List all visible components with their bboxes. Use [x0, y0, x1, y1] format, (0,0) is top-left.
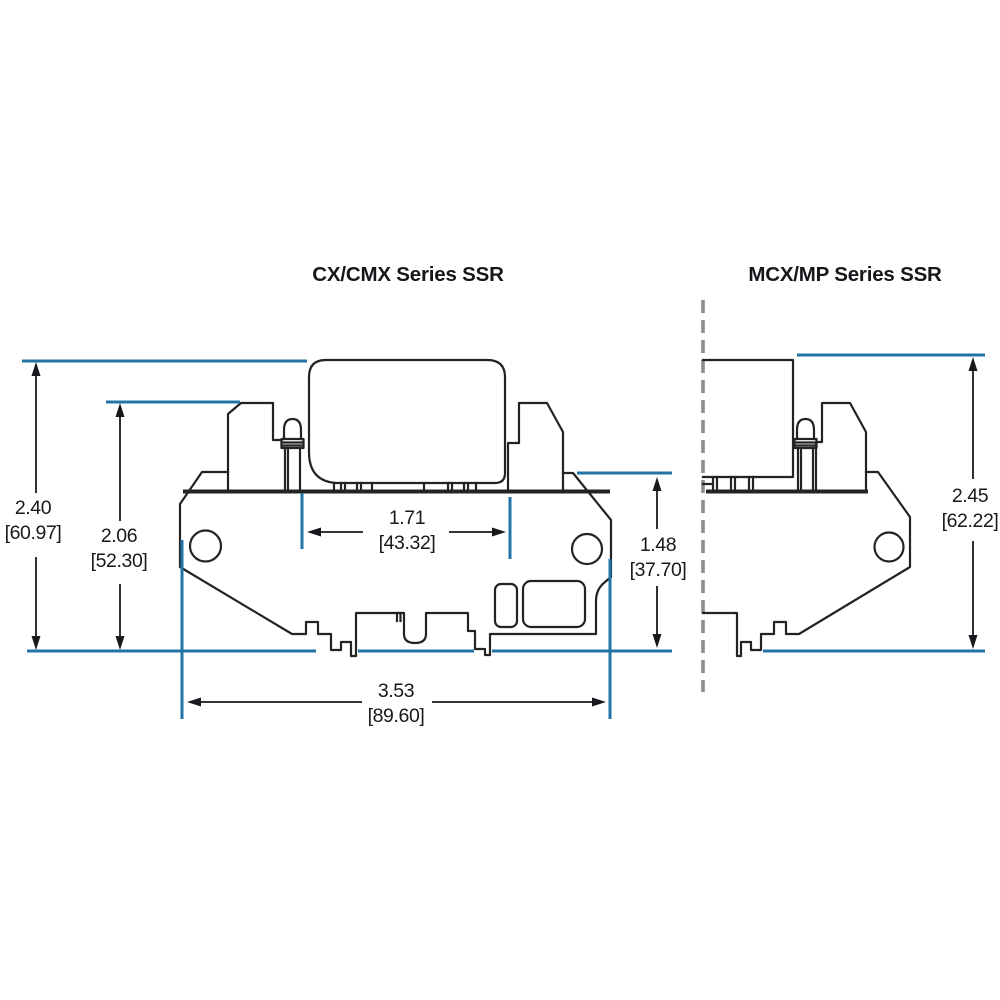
millimeters-value: [43.32]: [378, 532, 436, 554]
arrow-down-icon: [968, 635, 978, 649]
mcx-view-title: MCX/MP Series SSR: [748, 263, 942, 286]
dim-cx-base-height: [652, 477, 662, 648]
mcx-din-body-outline: [701, 470, 912, 658]
extension-lines: [22, 353, 985, 719]
cx-screw-pin: [280, 417, 305, 491]
dim-cx-overall-width: [187, 697, 606, 707]
dim-label-cx-overall-width: 3.53 [89.60]: [368, 679, 425, 729]
mcx-screw-collar-rings: [793, 441, 818, 447]
mcx-screw-body: [796, 446, 815, 491]
inches-value: 2.06: [100, 525, 138, 547]
inches-value: 3.53: [377, 680, 415, 702]
mcx-relay-feet: [701, 475, 755, 492]
mcx-relay-module-outline: [701, 358, 795, 479]
mcx-mount-hole: [873, 531, 905, 563]
inches-value: 2.40: [14, 497, 52, 519]
cx-label-window-small: [493, 582, 519, 629]
cx-relay-module-outline: [307, 358, 507, 485]
millimeters-value: [37.70]: [629, 559, 687, 581]
inches-value: 1.71: [388, 507, 426, 529]
cx-right-terminal-outline: [506, 401, 565, 492]
arrow-down-icon: [115, 636, 125, 650]
inches-value: 1.48: [639, 534, 677, 556]
dim-label-mcx-overall-height: 2.45 [62.22]: [942, 484, 999, 534]
arrow-up-icon: [652, 477, 662, 491]
cx-view: [178, 358, 613, 658]
arrow-down-icon: [31, 636, 41, 650]
cx-screw-collar-rings: [280, 441, 305, 447]
dim-cx-overall-height: [31, 362, 41, 650]
mcx-view: [701, 358, 912, 658]
dim-label-cx-terminal-height: 2.06 [52.30]: [91, 524, 148, 574]
mcx-right-terminal-outline: [814, 401, 868, 492]
cx-screw-body: [283, 446, 302, 491]
cx-din-channel-ticks: [395, 611, 402, 623]
inches-value: 2.45: [951, 485, 989, 507]
dim-cx-center-width: [307, 527, 506, 537]
arrow-right-icon: [592, 697, 606, 707]
arrow-up-icon: [115, 403, 125, 417]
cx-din-body-outline: [178, 470, 613, 658]
millimeters-value: [89.60]: [367, 705, 425, 727]
millimeters-value: [60.97]: [4, 522, 62, 544]
cx-right-mount-hole: [570, 532, 604, 566]
cx-view-title: CX/CMX Series SSR: [312, 263, 504, 286]
arrow-left-icon: [187, 697, 201, 707]
cx-label-window-large: [521, 579, 587, 629]
dim-label-cx-center-width: 1.71 [43.32]: [379, 506, 436, 556]
mcx-screw-dome: [795, 417, 816, 441]
millimeters-value: [62.22]: [941, 510, 999, 532]
dim-cx-terminal-height: [115, 403, 125, 650]
cx-left-mount-hole: [188, 529, 223, 563]
arrow-up-icon: [968, 357, 978, 371]
arrow-left-icon: [307, 527, 321, 537]
mcx-screw-pin: [793, 417, 818, 491]
dim-mcx-overall-height: [968, 357, 978, 649]
arrow-up-icon: [31, 362, 41, 376]
cx-left-terminal-outline: [226, 401, 283, 492]
arrow-right-icon: [492, 527, 506, 537]
dim-label-cx-overall-height: 2.40 [60.97]: [5, 496, 62, 546]
arrow-down-icon: [652, 634, 662, 648]
cx-screw-dome: [282, 417, 303, 441]
dim-label-cx-base-height: 1.48 [37.70]: [630, 533, 687, 583]
millimeters-value: [52.30]: [90, 550, 148, 572]
